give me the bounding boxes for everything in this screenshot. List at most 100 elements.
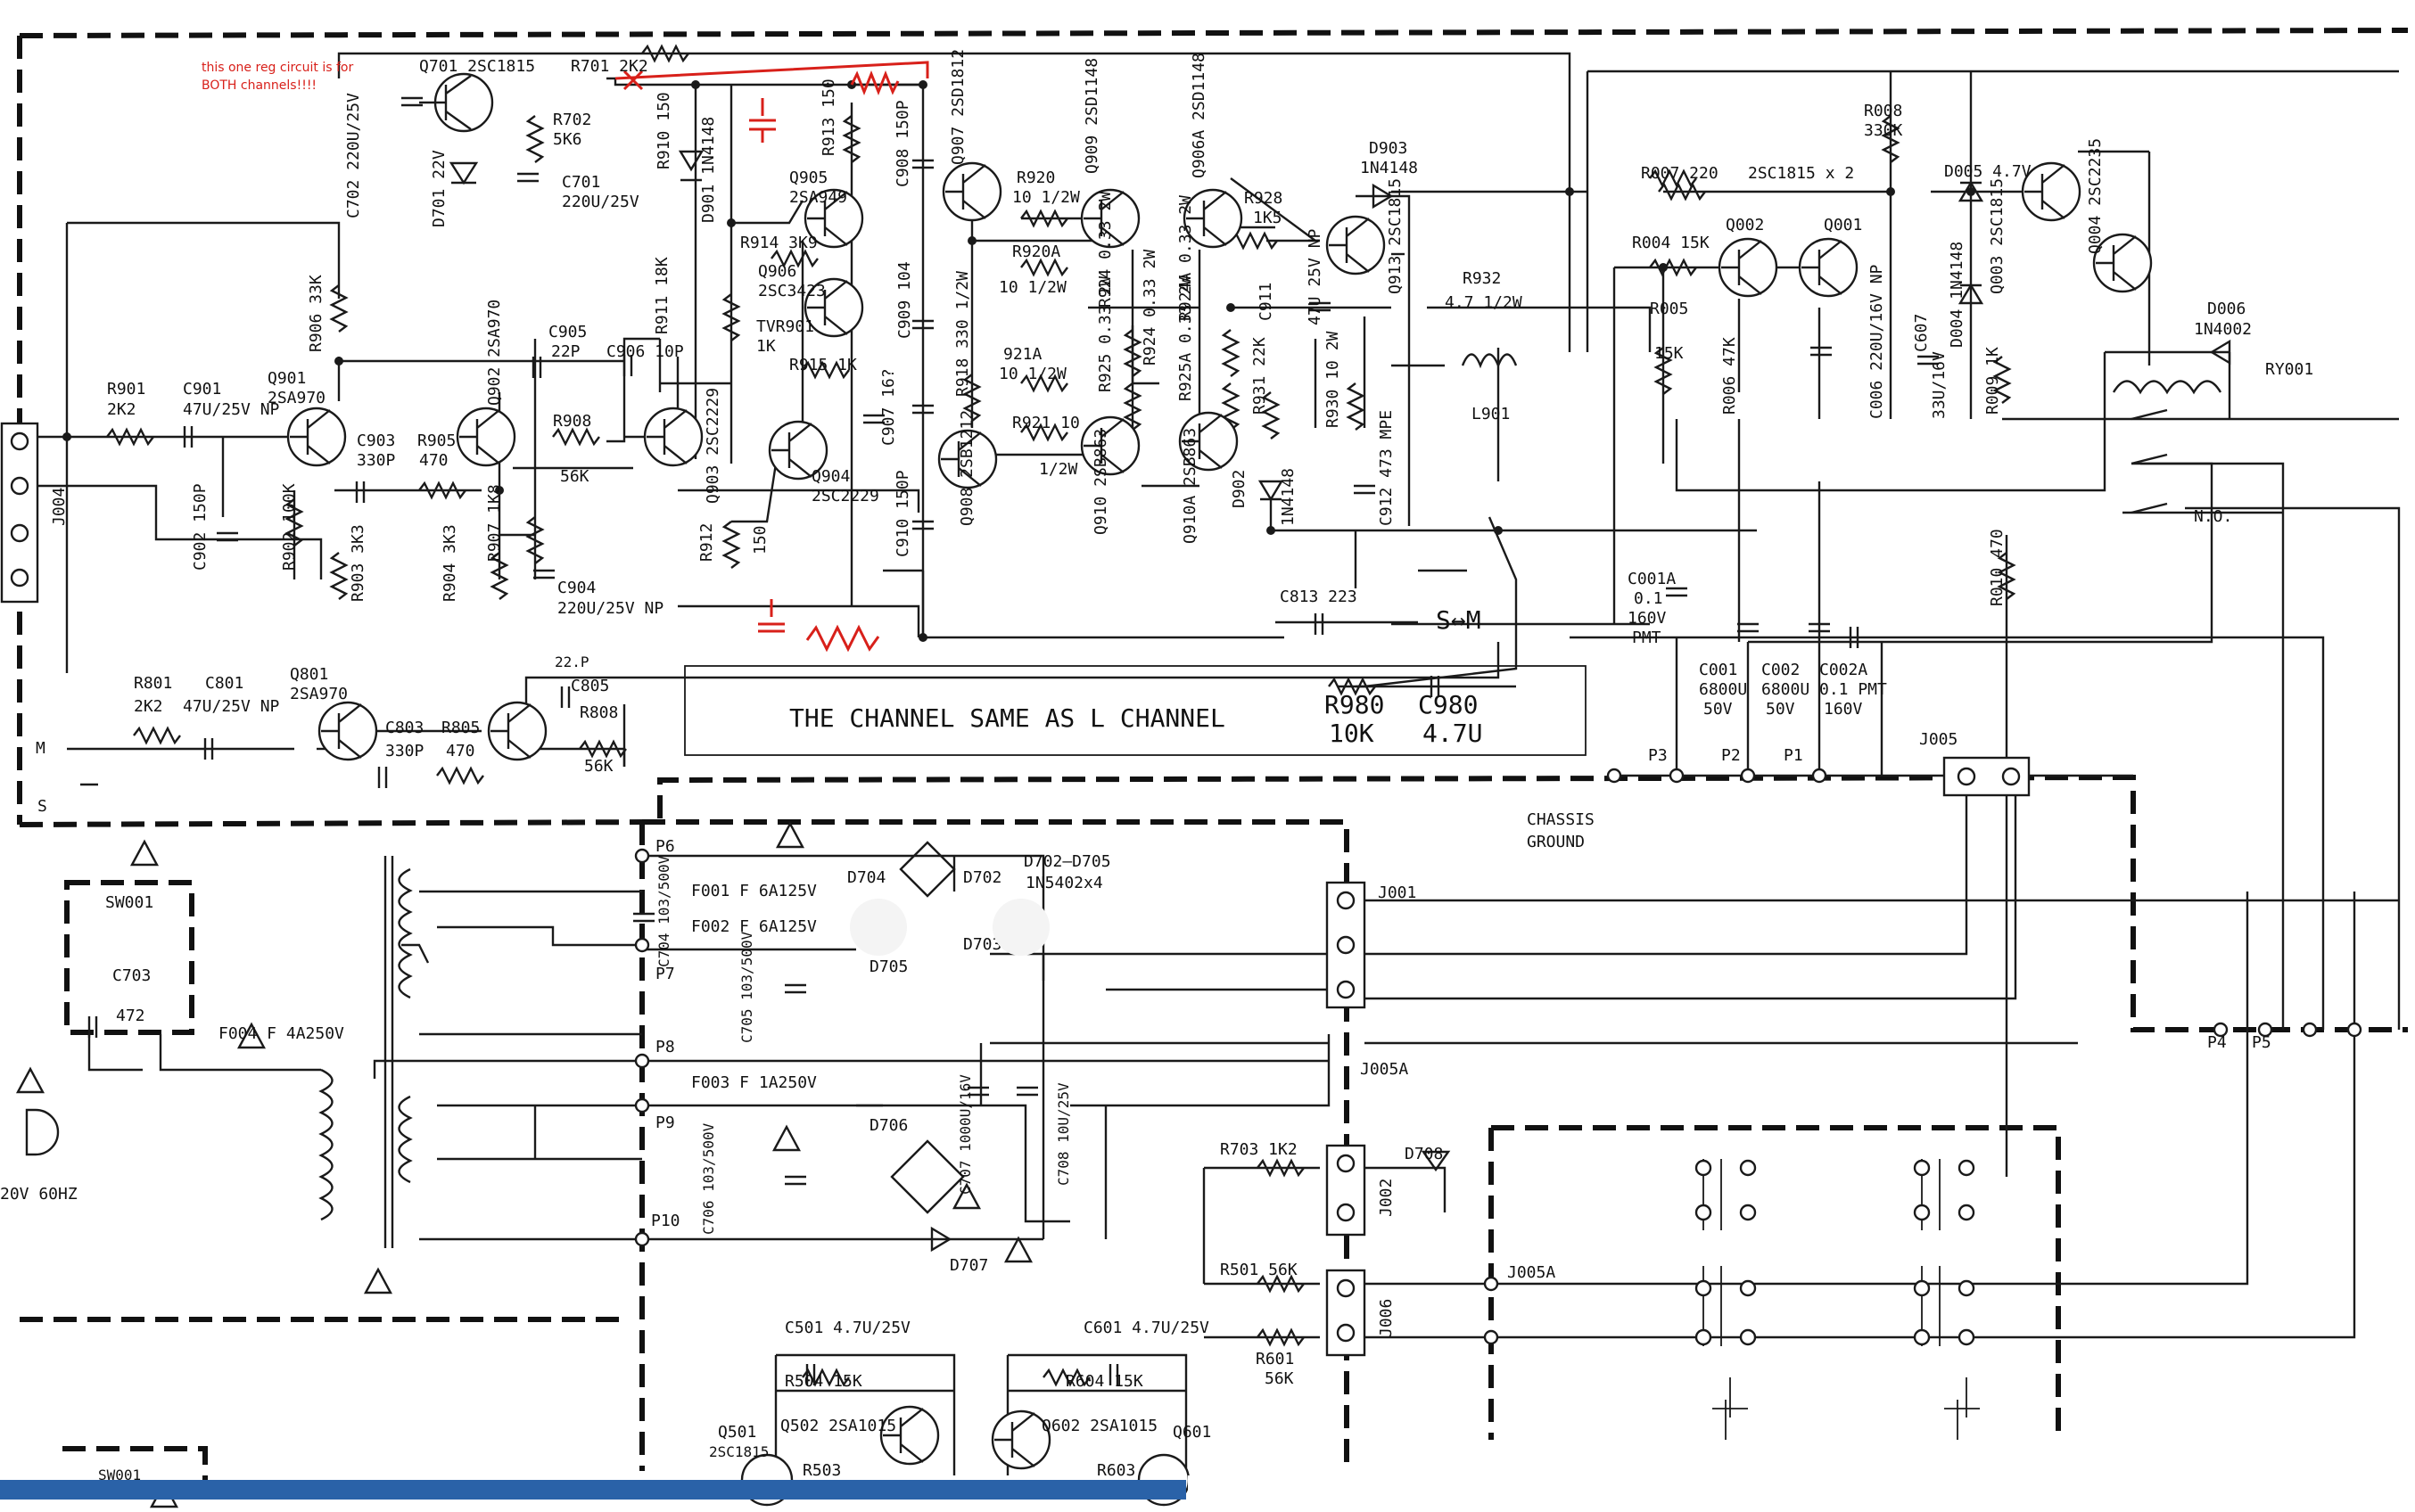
- sw001-frame: [64, 880, 194, 1035]
- q906-value: 2SC3423: [758, 282, 826, 300]
- r930-label: R930 10 2W: [1323, 331, 1342, 428]
- c002-l2: 6800U: [1761, 680, 1809, 699]
- q502-transistor: [879, 1405, 940, 1466]
- q905-label: Q905: [789, 168, 828, 187]
- c002-l3: 50V: [1766, 700, 1795, 719]
- c980-value: 4.7U: [1422, 719, 1482, 748]
- c911-value: 47U 25V NP: [1306, 228, 1324, 325]
- q003-transistor: [2021, 161, 2081, 222]
- c801-label: C801: [205, 674, 243, 693]
- c904-label: C904: [557, 579, 596, 597]
- r604-label: R604 15K: [1066, 1372, 1143, 1391]
- c901-value: 47U/25V NP: [183, 400, 280, 419]
- warning-icon: [775, 821, 805, 849]
- c701-label: C701: [562, 173, 600, 192]
- warning-icon: [15, 1066, 45, 1094]
- p6-label: P6: [655, 837, 675, 856]
- resistors: [106, 44, 2016, 1387]
- q701-label: Q701 2SC1815: [419, 57, 535, 76]
- c701-value: 220U/25V: [562, 193, 639, 211]
- q004-label: Q004 2SC2235: [2086, 138, 2105, 254]
- c803-value: 330P: [385, 742, 424, 760]
- r801-value: 2K2: [134, 697, 163, 716]
- r910-label: R910 150: [655, 92, 673, 169]
- q002-transistor: [1718, 237, 1778, 298]
- c001a-l2: 0.1: [1634, 589, 1663, 608]
- r007-label: R007 220: [1641, 164, 1719, 183]
- warning-icon: [771, 1124, 802, 1152]
- r009-label: R009 1K: [1983, 347, 2002, 415]
- connectors: [0, 408, 2168, 1357]
- f002-label: F002 F 6A125V: [691, 917, 817, 936]
- bottom-right-blank: [1188, 1475, 2415, 1512]
- right-channel-note: THE CHANNEL SAME AS L CHANNEL: [789, 703, 1225, 733]
- wiring: [36, 52, 2401, 1475]
- q801-value: 2SA970: [290, 685, 348, 703]
- c002a-l3: 160V: [1824, 700, 1863, 719]
- q003-label: Q003 2SC1815: [1988, 178, 2007, 294]
- d903-value: 1N4148: [1360, 159, 1418, 177]
- chassis-label-1: CHASSIS: [1527, 810, 1595, 829]
- r921-value: 1/2W: [1039, 460, 1078, 479]
- p2-label: P2: [1721, 746, 1741, 765]
- q901-label: Q901: [268, 369, 306, 388]
- q601-label: Q601: [1173, 1423, 1211, 1442]
- front-panel-switches: [1694, 1159, 1980, 1440]
- c903-label: C903: [357, 431, 395, 450]
- chassis-label-2: GROUND: [1527, 833, 1585, 851]
- c801-value: 47U/25V NP: [183, 697, 280, 716]
- j005a-label: J005A: [1360, 1060, 1408, 1079]
- f001-label: F001 F 6A125V: [691, 882, 817, 900]
- r920a-value: 10 1/2W: [999, 278, 1067, 297]
- c607-label: C607: [1912, 314, 1931, 352]
- c901-label: C901: [183, 380, 221, 399]
- q909-label: Q909 2SD1148: [1083, 58, 1101, 174]
- r913-label: R913 150: [820, 78, 838, 156]
- p10-label: P10: [651, 1212, 680, 1230]
- c002-l1: C002: [1761, 661, 1800, 679]
- c703-value: 472: [116, 1007, 145, 1025]
- r914-label: R914 3K9: [740, 234, 818, 252]
- right-channel-box: [684, 665, 1587, 756]
- c905-value: 22P: [551, 342, 581, 361]
- r924-value: R924 0.33 2W: [1141, 250, 1159, 366]
- r908-value: 56K: [560, 467, 589, 486]
- white-blob-2: [993, 899, 1050, 956]
- r932-value: 4.7 1/2W: [1445, 293, 1522, 312]
- r931-label: R931 22K: [1250, 337, 1269, 415]
- c905-label: C905: [548, 323, 587, 341]
- q901-value: 2SA970: [268, 389, 326, 407]
- l901-label: L901: [1471, 405, 1510, 423]
- q-pair-label: 2SC1815 x 2: [1748, 164, 1854, 183]
- r911-label: R911 18K: [653, 257, 672, 334]
- q502-label: Q502 2SA1015: [780, 1417, 896, 1435]
- mains-label: 20V 60HZ: [0, 1185, 78, 1204]
- q906a-label: Q906A 2SD1148: [1190, 53, 1208, 178]
- r928-label: R928: [1244, 189, 1282, 208]
- d901-label: D901 1N4148: [699, 117, 718, 223]
- d006-value: 1N4002: [2194, 320, 2252, 339]
- r504-label: R504 15K: [785, 1372, 862, 1391]
- d708-label: D708: [1405, 1145, 1443, 1163]
- q902-transistor: [456, 407, 516, 467]
- j004-label: J004: [50, 488, 69, 526]
- d707-label: D707: [950, 1256, 988, 1275]
- d705-label: D705: [870, 957, 908, 976]
- q801-transistor: [317, 701, 378, 761]
- c909-label: C909 104: [895, 261, 914, 339]
- d702-705-label: D702–D705: [1024, 852, 1111, 871]
- q905-transistor: [804, 188, 864, 249]
- c702-label: C702 220U/25V: [344, 93, 363, 218]
- r805-label: R805: [441, 719, 480, 737]
- ms-switch-m: M: [36, 739, 45, 758]
- c601-label: C601 4.7U/25V: [1084, 1319, 1209, 1337]
- r920-value: 10 1/2W: [1012, 188, 1080, 207]
- c903-value: 330P: [357, 451, 396, 470]
- q908-label: Q908 2SB1212: [958, 410, 977, 526]
- q001-label: Q001: [1824, 216, 1862, 234]
- r915-label: R915 1K: [789, 356, 857, 374]
- r805-value: 470: [446, 742, 475, 760]
- c911-label: C911: [1257, 283, 1275, 321]
- coils: [318, 353, 2222, 1248]
